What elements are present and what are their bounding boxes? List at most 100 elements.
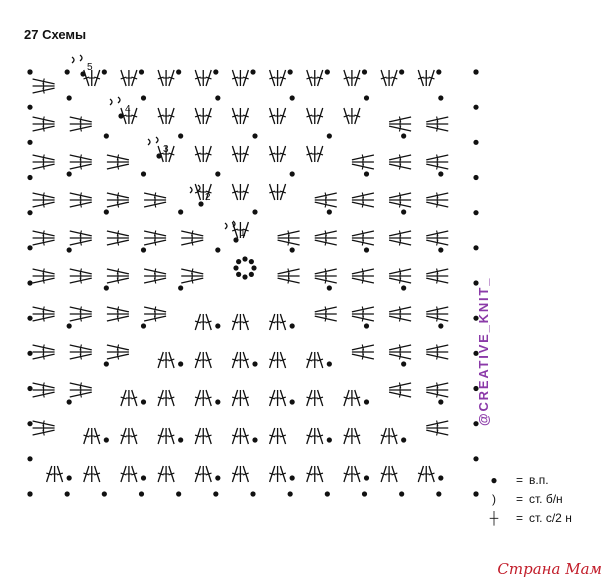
- legend-label-hdc: ст. с/2 н: [529, 510, 572, 525]
- chain-dot: [140, 399, 147, 405]
- stitch-crossbar: [157, 434, 164, 438]
- chain-dot: [473, 174, 479, 181]
- chain-dot: [138, 69, 145, 75]
- stitch-crossbar: [317, 396, 324, 400]
- stitch-crossbar: [436, 315, 439, 322]
- chain-dot: [156, 153, 162, 159]
- chain-dot: [101, 491, 107, 497]
- chain-dot: [66, 399, 72, 405]
- chain-dot: [438, 399, 444, 405]
- stitch-crossbar: [120, 472, 127, 476]
- stitch-crossbar: [131, 396, 138, 400]
- stitch-crossbar: [94, 76, 101, 80]
- stitch-crossbar: [168, 152, 175, 156]
- chain-dot: [27, 245, 33, 251]
- stitch-crossbar: [79, 201, 82, 208]
- chain-dot: [140, 171, 147, 177]
- stitch-crossbar: [168, 396, 175, 400]
- half-double-crochet-icon: ┼: [489, 510, 499, 525]
- stitch-crossbar: [324, 315, 327, 322]
- stitch-crossbar: [324, 277, 327, 284]
- stitch-crossbar: [242, 434, 249, 438]
- chain-dot: [289, 399, 295, 405]
- stitch-crossbar: [205, 358, 212, 362]
- stitch-crossbar: [205, 114, 212, 118]
- chain-dot: [178, 361, 184, 367]
- chain-dot: [103, 361, 109, 367]
- stitch-crossbar: [116, 201, 120, 208]
- chain-dot: [248, 259, 254, 265]
- stitch-crossbar: [242, 76, 249, 80]
- stitch-crossbar: [269, 76, 276, 80]
- stitch-crossbar: [380, 76, 387, 80]
- stitch-crossbar: [361, 201, 365, 208]
- single-crochet-arc: [232, 220, 236, 228]
- stitch-crossbar: [42, 163, 45, 170]
- chain-dot: [473, 210, 479, 216]
- stitch-crossbar: [42, 87, 45, 94]
- chain-dot: [233, 265, 239, 271]
- stitch-crossbar: [279, 190, 287, 194]
- chain-dot: [140, 475, 147, 481]
- stitch-crossbar: [354, 76, 361, 80]
- stitch-crossbar: [287, 239, 290, 246]
- chain-dot: [363, 171, 370, 177]
- stitch-crossbar: [42, 429, 45, 436]
- stitch-crossbar: [269, 114, 276, 118]
- stitch-crossbar: [153, 277, 157, 284]
- chain-dot: [252, 437, 258, 443]
- stitch-crossbar: [205, 190, 212, 194]
- single-crochet-arc: [71, 56, 75, 64]
- chain-dot: [473, 104, 479, 110]
- chain-dot: [27, 421, 33, 427]
- chain-dot: [438, 95, 444, 101]
- stitch-crossbar: [168, 114, 175, 118]
- stitch-crossbar: [79, 163, 82, 170]
- chain-dot: [233, 237, 239, 243]
- row-number: 1: [240, 228, 246, 239]
- chain-dot: [118, 113, 124, 119]
- stitch-crossbar: [269, 152, 276, 156]
- stitch-crossbar: [231, 228, 239, 232]
- chain-dot: [27, 385, 33, 392]
- stitch-crossbar: [306, 358, 313, 362]
- stitch-crossbar: [157, 76, 164, 80]
- chain-dot: [363, 95, 370, 101]
- stitch-crossbar: [343, 472, 350, 476]
- chain-dot: [27, 174, 33, 181]
- chain-dot: [252, 209, 258, 215]
- chain-dot: [252, 361, 258, 367]
- stitch-crossbar: [205, 152, 212, 156]
- stitch-crossbar: [391, 76, 398, 80]
- chain-dot: [213, 491, 219, 497]
- chain-dot: [363, 247, 370, 253]
- chain-dot: [178, 133, 184, 139]
- legend: ● = в.п. ) = ст. б/н ┼ = ст. с/2 н: [486, 470, 572, 527]
- stitch-crossbar: [205, 396, 212, 400]
- stitch-crossbar: [79, 125, 82, 132]
- stitch-crossbar: [306, 152, 313, 156]
- stitch-crossbar: [343, 76, 350, 80]
- stitch-crossbar: [79, 277, 82, 284]
- chain-dot: [289, 95, 295, 101]
- chain-dot: [250, 69, 256, 75]
- chain-dot: [438, 323, 444, 329]
- stitch-crossbar: [42, 315, 45, 322]
- single-crochet-arc: [155, 136, 159, 144]
- chain-dot: [326, 209, 332, 215]
- stitch-crossbar: [269, 472, 276, 476]
- stitch-crossbar: [168, 358, 175, 362]
- chain-dot: [399, 491, 405, 497]
- stitch-crossbar: [354, 472, 361, 476]
- stitch-crossbar: [153, 315, 157, 322]
- stitch-crossbar: [168, 434, 175, 438]
- stitch-crossbar: [279, 396, 287, 400]
- stitch-crossbar: [231, 76, 239, 80]
- stitch-crossbar: [279, 358, 287, 362]
- chain-dot: [64, 69, 70, 75]
- stitch-crossbar: [436, 125, 439, 132]
- stitch-crossbar: [436, 391, 439, 398]
- single-crochet-arc: [197, 184, 201, 192]
- stitch-crossbar: [398, 125, 402, 132]
- chain-dot: [326, 437, 332, 443]
